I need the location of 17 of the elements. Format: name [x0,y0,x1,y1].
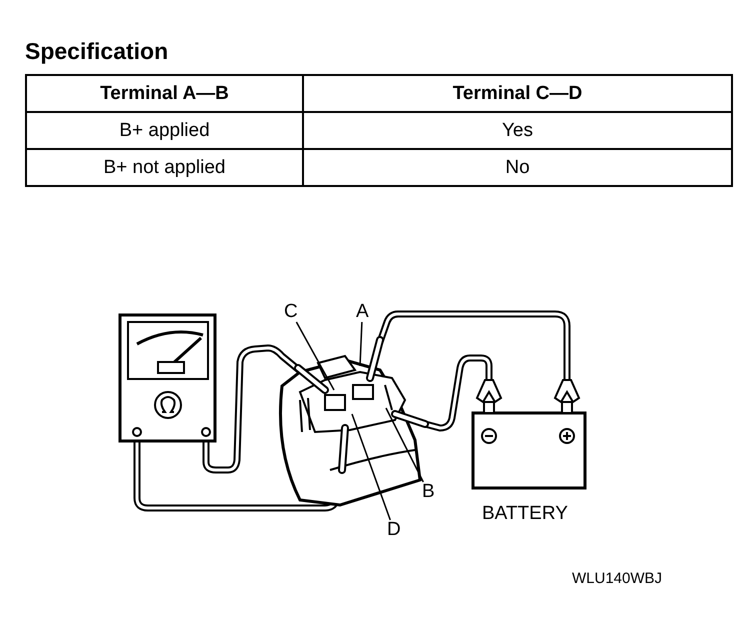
terminal-label: D [386,520,402,540]
terminal-label: A [355,302,370,322]
table-cell: Terminal A—B [26,75,303,112]
title: Specification [25,38,168,65]
table-cell: B+ not applied [26,149,303,186]
table-cell: Yes [303,112,732,149]
battery-label: BATTERY [482,503,568,525]
table-cell: No [303,149,732,186]
terminal-label: B [421,482,436,502]
figure-code: WLU140WBJ [572,570,662,587]
table-cell: B+ applied [26,112,303,149]
leader-line [385,408,424,482]
leader-line [296,322,335,390]
leader-line [359,322,363,366]
table-cell: Terminal C—D [303,75,732,112]
terminal-label: C [283,302,299,322]
leader-line [351,414,391,520]
